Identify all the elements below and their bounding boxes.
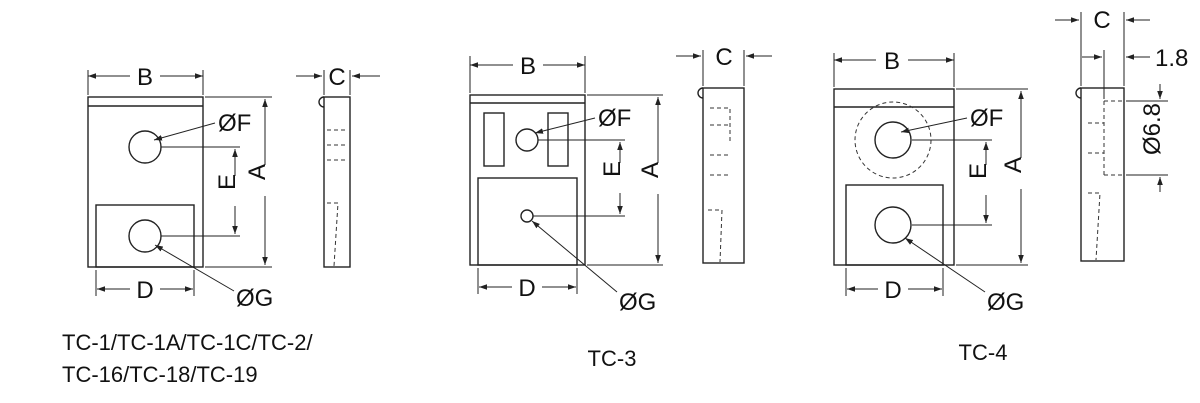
- tc4-leader-g: ØG: [904, 237, 1024, 316]
- tc3-caption: TC-3: [588, 346, 637, 371]
- tc4-dim-slot: 1.8: [1082, 45, 1188, 99]
- tc3-dim-a: A: [587, 94, 664, 266]
- tc4-dim-b: B: [833, 48, 955, 87]
- tc4-dim-a: A: [956, 88, 1028, 266]
- tc1-label-d: D: [136, 277, 153, 304]
- tc1-dim-c: C: [296, 64, 380, 95]
- tc3-label-f: ØF: [598, 105, 631, 132]
- tc4-dim-bore: Ø6.8: [1126, 84, 1168, 192]
- tc3-dim-e: E: [533, 139, 626, 217]
- tc4-hole-f: [874, 121, 912, 159]
- tc1-front-view: [87, 96, 204, 268]
- tc4-hole-g: [874, 206, 912, 244]
- tc4-dim-d: D: [845, 268, 944, 304]
- tc3-label-a: A: [637, 162, 664, 178]
- tc3-leader-f: ØF: [534, 105, 631, 134]
- tc1-label-e: E: [214, 174, 241, 190]
- tc1-hole-g: [128, 219, 162, 253]
- tc1-label-b: B: [137, 64, 153, 91]
- tc3-leader-g: ØG: [531, 220, 656, 316]
- tc4-label-b: B: [884, 48, 900, 75]
- tc1-dim-a: A: [205, 96, 272, 268]
- tc1-label-g: ØG: [236, 285, 273, 312]
- tc1-caption-line1: TC-1/TC-1A/TC-1C/TC-2/: [62, 330, 313, 355]
- tc3-label-c: C: [715, 44, 732, 71]
- tc3-label-e: E: [599, 161, 626, 177]
- tc4-side-view: [1075, 87, 1125, 262]
- tc3-slot-left: [483, 112, 505, 167]
- tc1-side-view: [318, 96, 351, 268]
- tc3-side-view: [697, 87, 745, 264]
- tc4-caption: TC-4: [959, 340, 1008, 365]
- tc4-label-f: ØF: [970, 105, 1003, 132]
- tc1-hole-f: [128, 130, 162, 164]
- tc1-dim-d: D: [95, 270, 195, 304]
- tc1-leader-f: ØF: [153, 110, 251, 141]
- tc4-label-a: A: [1000, 157, 1027, 173]
- tc3-dim-c: C: [676, 44, 772, 86]
- tc4-label-g: ØG: [987, 289, 1024, 316]
- tc1-label-a: A: [244, 164, 271, 180]
- tc4-label-slot: 1.8: [1155, 45, 1188, 72]
- tc3-dim-d: D: [477, 268, 578, 302]
- tc1-label-f: ØF: [218, 110, 251, 137]
- tc1-dim-e: E: [161, 146, 241, 237]
- tc3-dim-b: B: [469, 53, 586, 93]
- tc1-leader-g: ØG: [154, 244, 273, 312]
- tc3-label-d: D: [518, 275, 535, 302]
- tc4-front-view: [833, 88, 955, 266]
- tc4-label-d: D: [884, 277, 901, 304]
- tc1-caption-line2: TC-16/TC-18/TC-19: [62, 362, 258, 387]
- tc3-label-g: ØG: [619, 289, 656, 316]
- tc3-hole-f: [515, 128, 539, 152]
- tc4-dim-e: E: [912, 139, 992, 226]
- tc4-dim-c: C: [1055, 7, 1150, 86]
- tc4-label-e: E: [965, 163, 992, 179]
- tc3-front-view: [469, 94, 586, 266]
- tc1-dim-b: B: [87, 64, 204, 95]
- tc3-label-b: B: [520, 53, 536, 80]
- tc4-label-bore: Ø6.8: [1139, 103, 1166, 155]
- tc4-label-c: C: [1093, 7, 1110, 34]
- tc3-hole-g: [520, 209, 534, 223]
- tc1-label-c: C: [328, 64, 345, 91]
- tc4-leader-f: ØF: [900, 105, 1003, 134]
